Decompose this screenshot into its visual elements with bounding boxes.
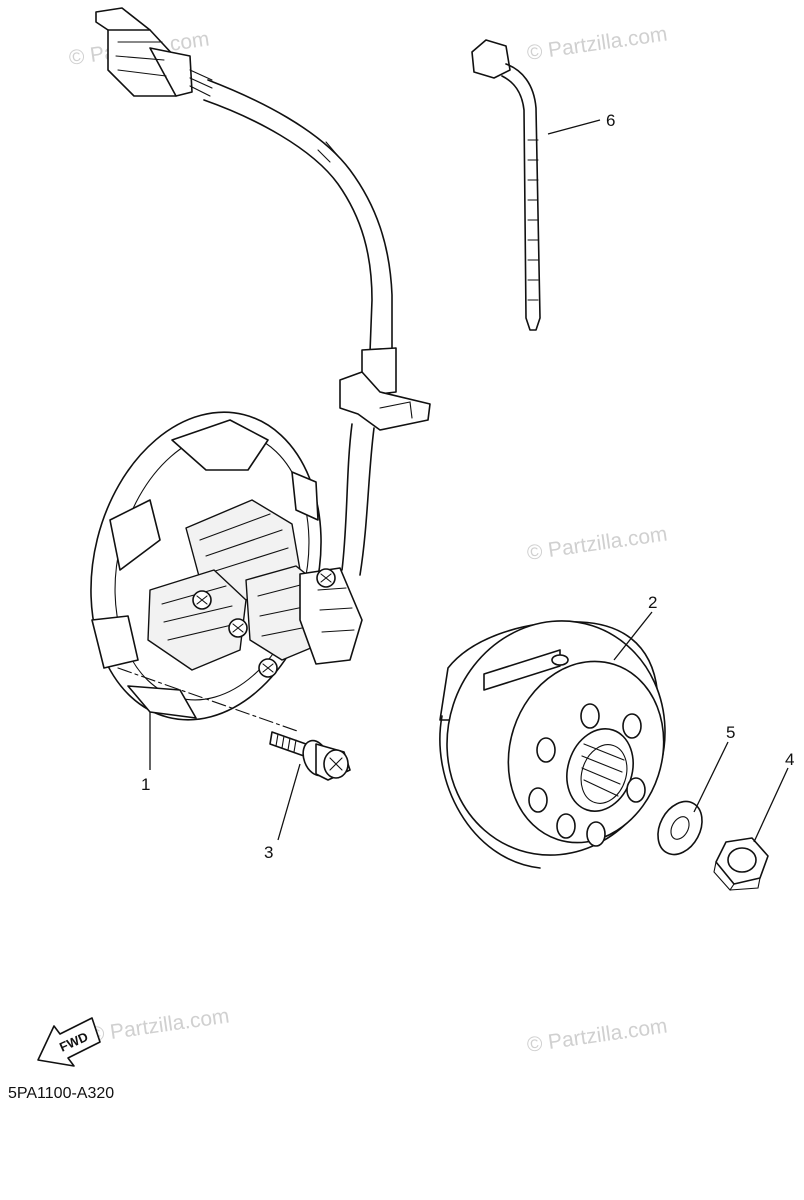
drawing-code: 5PA1100-A320 [8, 1085, 114, 1102]
forward-arrow-icon: FWD [37, 1017, 101, 1067]
hex-nut-icon[interactable] [713, 837, 769, 891]
watermark: © Partzilla.com [525, 1014, 668, 1056]
watermark: © Partzilla.com [87, 1004, 230, 1046]
rotor-flywheel-icon[interactable] [417, 592, 695, 883]
callout-2[interactable]: 2 [648, 593, 657, 612]
flange-bolt-icon[interactable] [269, 731, 351, 781]
washer-icon[interactable] [649, 794, 711, 862]
leader-lines [149, 119, 789, 843]
stator-assembly-icon[interactable] [60, 7, 431, 744]
watermark: © Partzilla.com [525, 522, 668, 564]
callout-5[interactable]: 5 [726, 723, 735, 742]
callout-3[interactable]: 3 [264, 843, 273, 862]
callout-6[interactable]: 6 [606, 111, 615, 130]
callout-4[interactable]: 4 [785, 750, 794, 769]
watermark: © Partzilla.com [525, 22, 668, 64]
callout-1[interactable]: 1 [141, 775, 150, 794]
callouts: 1 2 3 4 5 6 [141, 111, 794, 862]
cable-tie-icon[interactable] [471, 39, 541, 331]
